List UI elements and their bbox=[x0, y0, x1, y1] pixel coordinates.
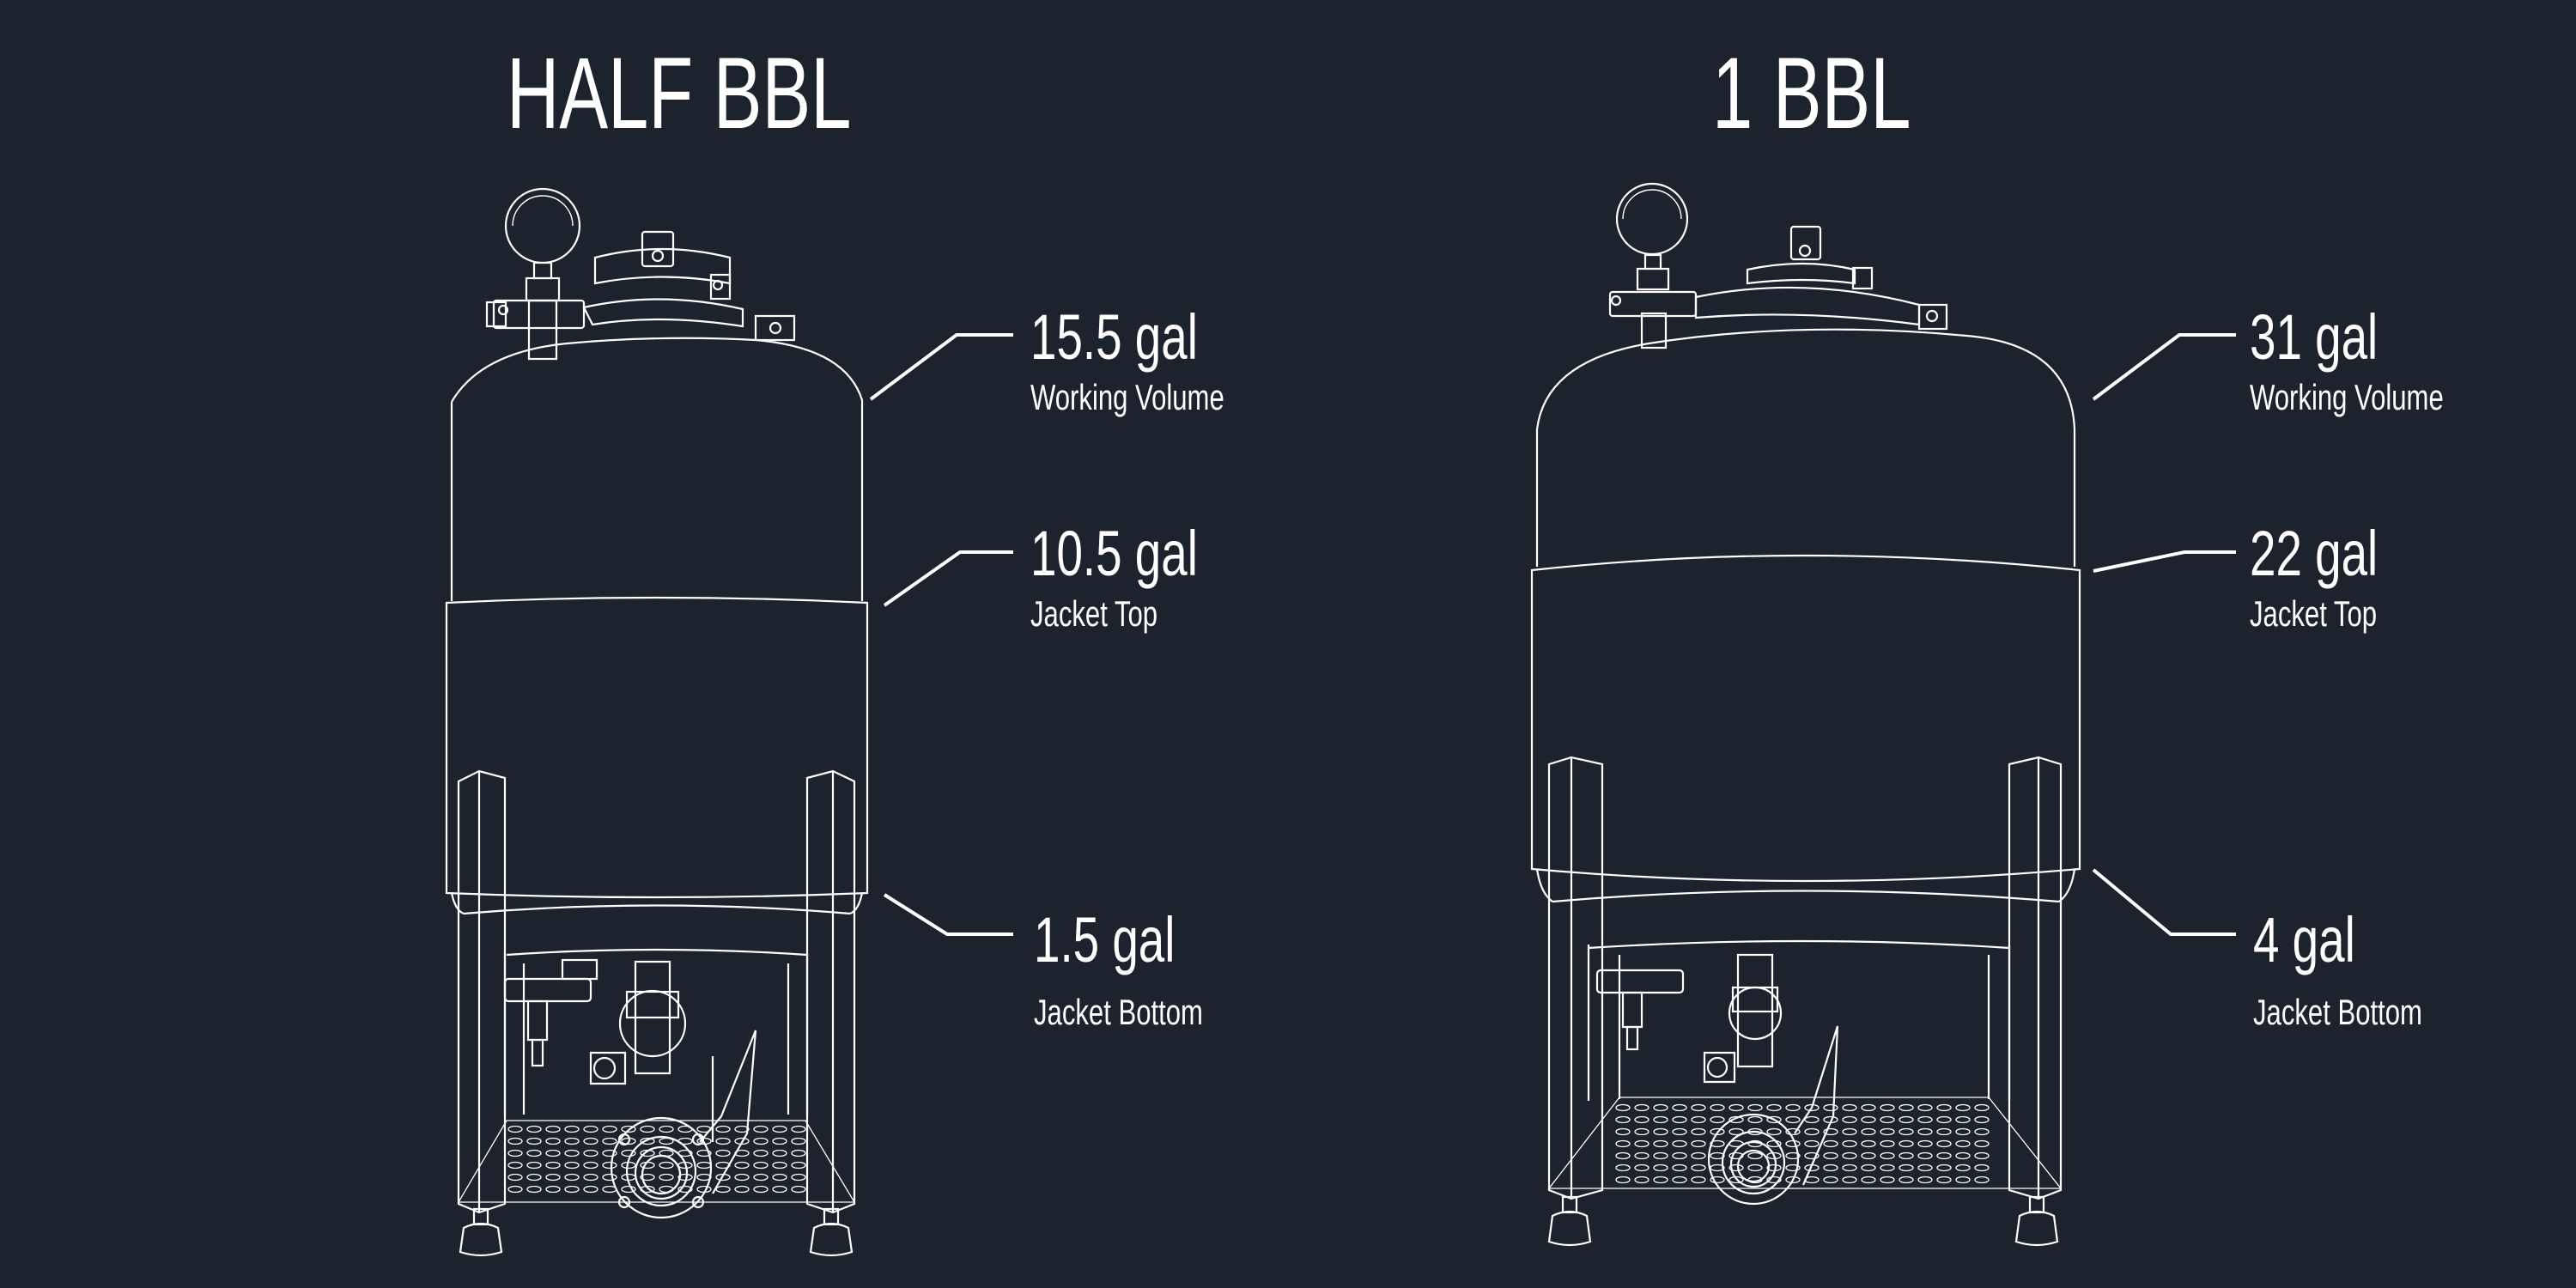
callout-jacket-bottom-half-bbl: 1.5 gal Jacket Bottom bbox=[1034, 908, 1262, 1030]
tank-title-1-bbl: 1 BBL bbox=[1712, 37, 1911, 150]
callout-label: Working Volume bbox=[1030, 377, 1224, 417]
lid-clamp-icon bbox=[485, 299, 586, 330]
lid-clamp-icon bbox=[1608, 290, 1698, 318]
leveling-foot-icon bbox=[1547, 1195, 2059, 1247]
perforated-grate bbox=[1547, 1097, 2063, 1189]
half-bbl-tank-drawing bbox=[445, 187, 869, 1257]
callout-jacket-top-1-bbl: 22 gal Jacket Top bbox=[2250, 522, 2423, 632]
callout-label: Working Volume bbox=[2250, 377, 2444, 417]
callout-value: 4 gal bbox=[2253, 904, 2355, 975]
pressure-gauge-icon bbox=[504, 187, 581, 361]
sample-valve-icon bbox=[1595, 969, 1685, 1051]
callout-working-volume-1-bbl: 31 gal Working Volume bbox=[2250, 306, 2512, 416]
callout-jacket-top-half-bbl: 10.5 gal Jacket Top bbox=[1030, 522, 1256, 632]
pressure-gauge-icon bbox=[1615, 182, 1689, 349]
sample-valve-icon bbox=[503, 958, 598, 1067]
leveling-foot-icon bbox=[459, 1207, 854, 1257]
right-leg bbox=[805, 769, 856, 1214]
callout-value: 1.5 gal bbox=[1034, 904, 1176, 975]
perforated-grate bbox=[457, 1120, 856, 1203]
tank-title-half-bbl: HALF BBL bbox=[507, 37, 852, 150]
callout-label: Jacket Bottom bbox=[2253, 992, 2422, 1032]
callout-label: Jacket Top bbox=[2250, 593, 2378, 634]
callout-value: 15.5 gal bbox=[1030, 301, 1198, 373]
callout-label: Jacket Top bbox=[1030, 593, 1158, 634]
callout-working-volume-half-bbl: 15.5 gal Working Volume bbox=[1030, 306, 1292, 416]
left-leg bbox=[457, 769, 507, 1214]
callout-label: Jacket Bottom bbox=[1034, 992, 1203, 1032]
callout-jacket-bottom-1-bbl: 4 gal Jacket Bottom bbox=[2253, 908, 2482, 1030]
callout-value: 22 gal bbox=[2250, 518, 2379, 589]
callout-value: 10.5 gal bbox=[1030, 518, 1198, 589]
callout-value: 31 gal bbox=[2250, 301, 2379, 373]
1-bbl-tank-drawing bbox=[1530, 182, 2081, 1247]
callout-leaders bbox=[869, 333, 2236, 936]
